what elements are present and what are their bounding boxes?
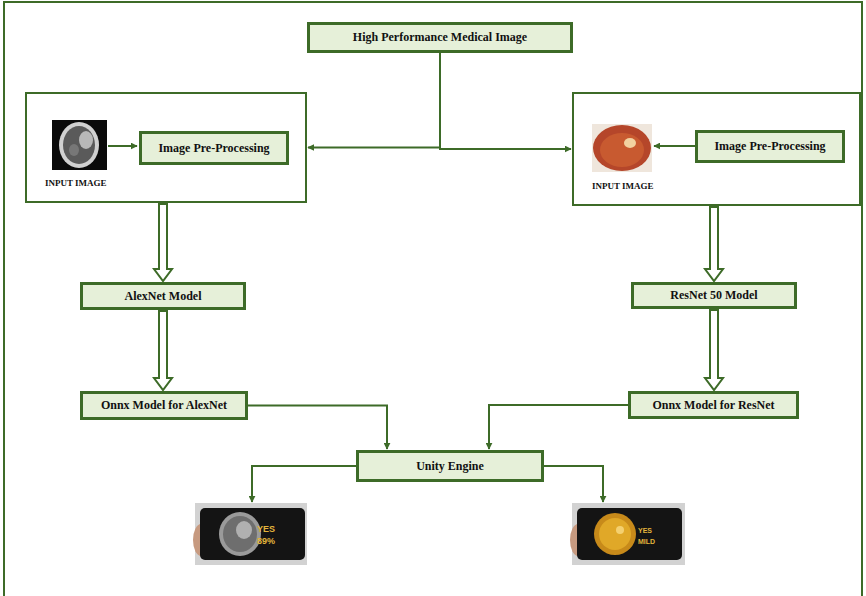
title-box: High Performance Medical Image <box>307 22 573 53</box>
box-label: Image Pre-Processing <box>158 141 269 156</box>
model-box: Onnx Model for ResNet <box>628 391 799 419</box>
model-box: Onnx Model for AlexNet <box>80 391 248 420</box>
ct-image <box>52 120 107 170</box>
image-caption: INPUT IMAGE <box>592 181 654 191</box>
result-text: MILD <box>638 538 655 545</box>
process-box: Image Pre-Processing <box>695 130 845 163</box>
hollow-arrow <box>705 310 723 390</box>
page-frame <box>4 2 862 596</box>
image-caption: INPUT IMAGE <box>45 178 107 188</box>
box-label: Onnx Model for ResNet <box>652 398 774 413</box>
result-text: 89% <box>257 536 275 546</box>
process-box: Image Pre-Processing <box>139 131 289 165</box>
box-label: Unity Engine <box>416 459 484 474</box>
engine-box: Unity Engine <box>356 450 544 482</box>
connector-arrow <box>252 466 356 502</box>
connector-arrow <box>489 405 628 449</box>
connector-arrow <box>248 406 387 450</box>
phone-result: YES 89% <box>195 503 307 565</box>
model-box: AlexNet Model <box>80 282 246 310</box>
fundus-image <box>592 124 652 172</box>
box-label: Onnx Model for AlexNet <box>101 398 227 413</box>
connector-arrow <box>308 53 440 148</box>
phone-result: YES MILD <box>572 503 685 565</box>
hollow-arrow <box>154 311 172 390</box>
result-text: YES <box>638 527 652 534</box>
image-arrow <box>108 145 137 147</box>
hollow-arrow <box>705 207 723 281</box>
box-label: AlexNet Model <box>125 289 202 304</box>
input-panel: INPUT IMAGE Image Pre-Processing <box>25 92 307 203</box>
box-label: High Performance Medical Image <box>353 30 527 45</box>
image-arrow <box>654 145 695 147</box>
result-text: YES <box>257 524 275 534</box>
input-panel: INPUT IMAGE Image Pre-Processing <box>572 92 861 206</box>
connector-arrow <box>544 466 603 502</box>
phone-photo <box>193 503 307 565</box>
box-label: Image Pre-Processing <box>714 139 825 154</box>
phone-photo <box>570 503 685 565</box>
box-label: ResNet 50 Model <box>670 288 757 303</box>
connector-arrow <box>440 53 571 149</box>
hollow-arrow <box>154 204 172 281</box>
model-box: ResNet 50 Model <box>631 282 797 309</box>
